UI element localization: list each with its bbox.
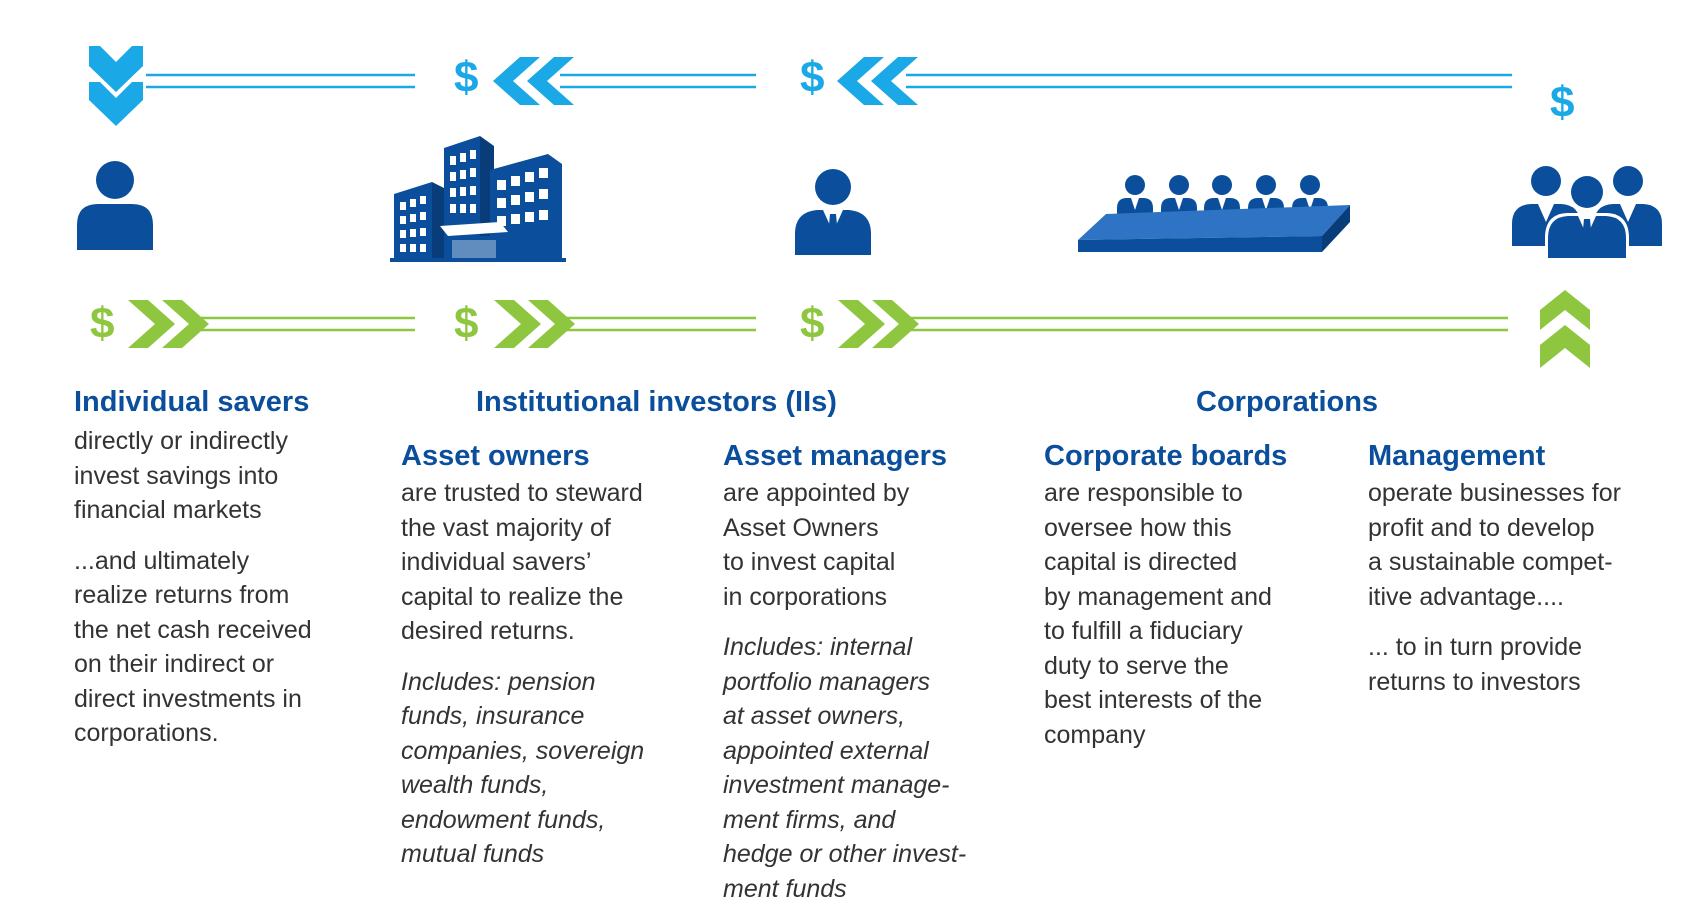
savers-description: directly or indirectly invest savings in…	[74, 427, 288, 524]
dollar-icon: $	[800, 53, 825, 102]
asset-managers-column: Asset managers are appointed by Asset Ow…	[723, 438, 1023, 906]
management-description: operate businesses for profit and to dev…	[1368, 479, 1621, 611]
right-chevron-icon	[838, 300, 919, 348]
management-column: Management operate businesses for profit…	[1368, 438, 1688, 699]
asset-owners-column: Asset owners are trusted to steward the …	[401, 438, 701, 872]
asset-owners-title: Asset owners	[401, 440, 590, 472]
management-title: Management	[1368, 440, 1546, 472]
institutional-investors-title: Institutional investors (IIs)	[476, 386, 837, 418]
left-chevron-icon	[837, 57, 918, 105]
savers-column: directly or indirectly invest savings in…	[74, 424, 364, 751]
person-icon	[77, 161, 153, 250]
business-team-icon	[1512, 166, 1662, 258]
corporate-boards-title: Corporate boards	[1044, 440, 1288, 472]
corporate-boards-description: are responsible to oversee how this capi…	[1044, 479, 1272, 749]
left-chevron-icon	[493, 57, 574, 105]
return-flow-arrows	[146, 73, 1512, 89]
asset-owners-includes: Includes: pension funds, insurance compa…	[401, 667, 645, 869]
asset-owners-description: are trusted to steward the vast majority…	[401, 479, 643, 645]
businessman-icon	[795, 169, 871, 255]
down-chevron-icon	[89, 46, 143, 126]
management-returns: ... to in turn provide returns to invest…	[1368, 633, 1583, 696]
up-chevron-icon	[1540, 290, 1590, 368]
dollar-icon: $	[1550, 78, 1575, 127]
right-chevron-icon	[494, 300, 575, 348]
right-chevron-icon	[128, 300, 209, 348]
savers-returns: ...and ultimately realize returns from t…	[74, 546, 312, 748]
dollar-icon: $	[90, 299, 115, 348]
asset-managers-title: Asset managers	[723, 440, 948, 472]
corporations-title: Corporations	[1196, 386, 1379, 418]
dollar-icon: $	[800, 299, 825, 348]
asset-managers-description: are appointed by Asset Owners to invest …	[723, 479, 910, 611]
corporate-boards-column: Corporate boards are responsible to over…	[1044, 438, 1344, 752]
office-building-icon	[390, 136, 566, 262]
boardroom-table-icon	[1078, 175, 1350, 252]
dollar-icon: $	[454, 299, 479, 348]
dollar-icon: $	[454, 53, 479, 102]
individual-savers-title: Individual savers	[74, 386, 310, 418]
asset-managers-includes: Includes: internal portfolio managers at…	[723, 633, 967, 903]
capital-flow-arrows	[190, 316, 1508, 332]
